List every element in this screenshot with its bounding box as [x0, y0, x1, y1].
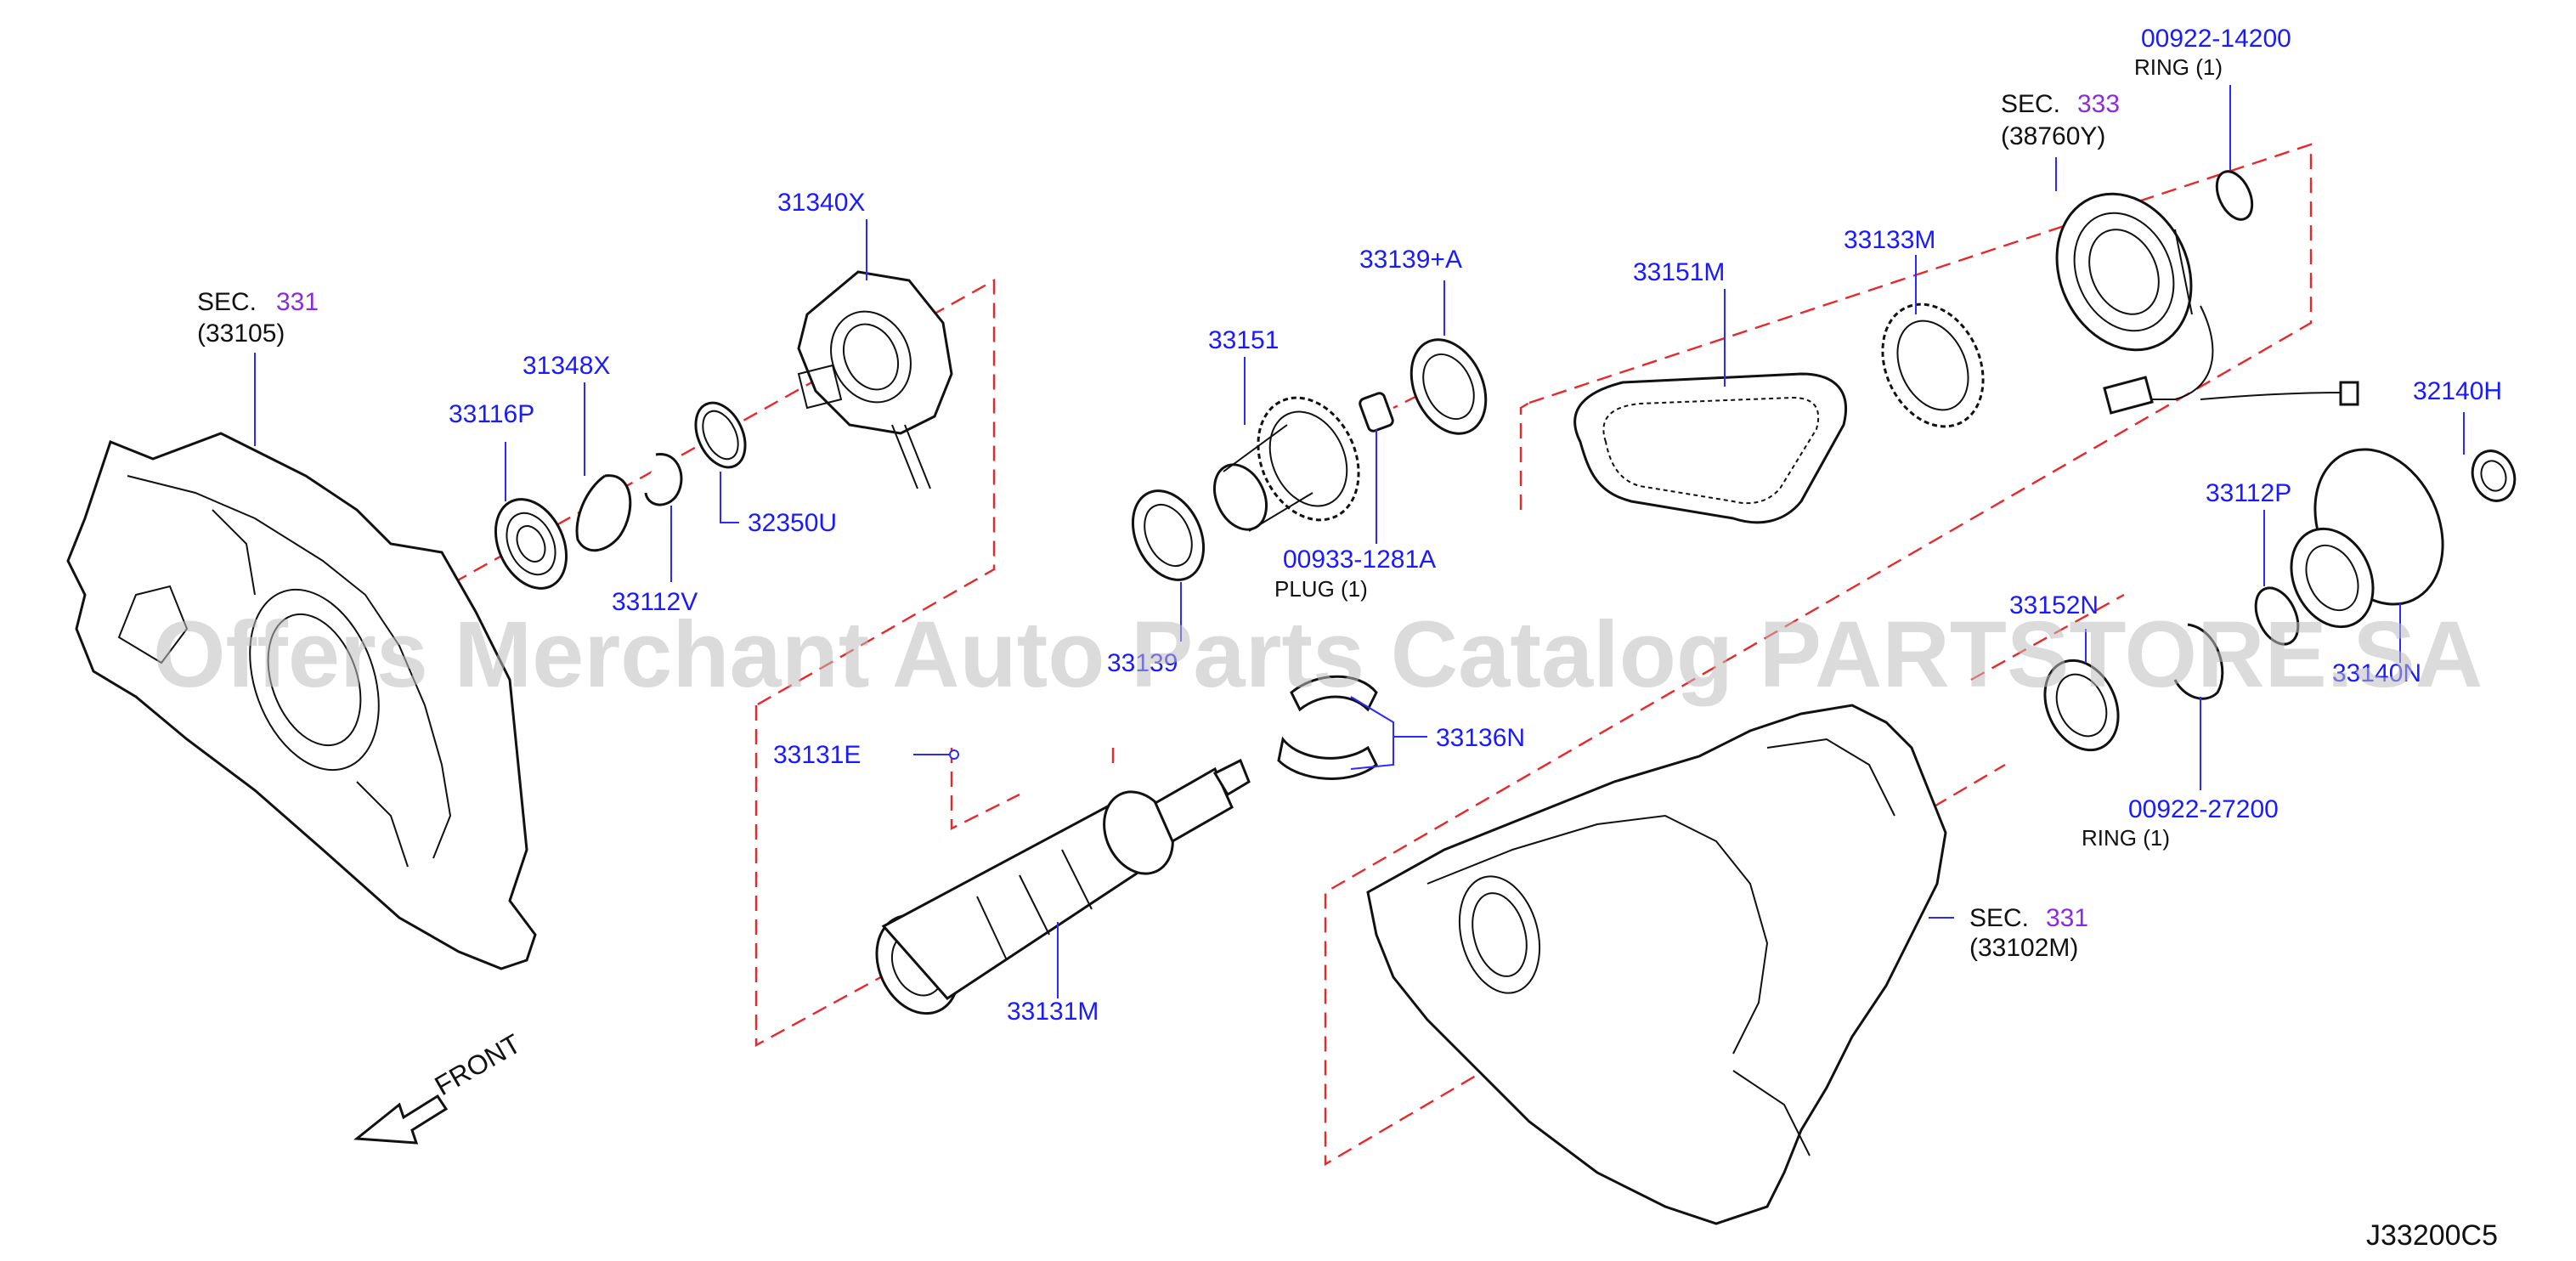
bearing-33116p[interactable] — [482, 488, 579, 600]
part-label-32350u[interactable]: 32350U — [748, 509, 837, 537]
part-label-32140h[interactable]: 32140H — [2413, 377, 2502, 405]
section-prefix: SEC. — [2001, 90, 2060, 118]
section-label-left-case: SEC. 331 (33105) — [197, 288, 319, 348]
part-label-31348x[interactable]: 31348X — [523, 352, 610, 380]
ring-quantity-bottom: RING (1) — [2082, 825, 2170, 851]
section-prefix: SEC. — [1969, 904, 2029, 932]
section-label-actuator: SEC. 333 (38760Y) — [2001, 90, 2120, 150]
section-part: (33102M) — [1969, 934, 2078, 962]
part-label-33151m[interactable]: 33151M — [1633, 258, 1725, 286]
bearing-33139a[interactable] — [1397, 328, 1500, 446]
part-label-00933-1281a[interactable]: 00933-1281A — [1283, 546, 1436, 574]
bearing-33152n[interactable] — [2031, 648, 2133, 762]
left-transfer-case — [66, 432, 537, 970]
leader-lines — [254, 85, 2465, 998]
section-number-link[interactable]: 331 — [276, 288, 319, 316]
ring-quantity-top: RING (1) — [2134, 54, 2223, 80]
part-label-33112p[interactable]: 33112P — [2206, 479, 2291, 507]
section-part: (38760Y) — [2001, 122, 2105, 150]
part-label-33139[interactable]: 33139 — [1107, 649, 1178, 677]
part-label-31340x[interactable]: 31340X — [777, 189, 865, 217]
gear-33133m[interactable] — [1863, 288, 2002, 443]
part-label-00922-27200[interactable]: 00922-27200 — [2128, 795, 2279, 823]
ring-00922-27200[interactable] — [2173, 623, 2224, 700]
flange-33140n[interactable] — [2276, 428, 2467, 640]
part-label-00922-14200[interactable]: 00922-14200 — [2141, 25, 2291, 53]
part-label-33133m[interactable]: 33133M — [1844, 226, 1935, 254]
section-number-link[interactable]: 331 — [2046, 904, 2088, 932]
bearing-33139[interactable] — [1119, 479, 1217, 591]
ring-33112v[interactable] — [644, 453, 683, 506]
part-label-33151[interactable]: 33151 — [1208, 326, 1279, 354]
front-label: FRONT — [430, 1028, 526, 1101]
part-label-33112v[interactable]: 33112V — [612, 588, 698, 616]
part-label-33131e[interactable]: 33131E — [773, 741, 861, 769]
snap-ring-31348x[interactable] — [575, 474, 632, 552]
part-label-33116p[interactable]: 33116P — [449, 400, 534, 428]
right-transfer-case — [1366, 704, 1947, 1225]
main-shaft-33131m[interactable] — [861, 758, 1251, 1026]
part-labels: 31340X 31348X 33116P 33112V 32350U 33151… — [449, 25, 2502, 1026]
part-label-33140n[interactable]: 33140N — [2332, 659, 2421, 687]
diagram-code: J33200C5 — [2366, 1219, 2498, 1252]
watermark: Offers Merchant Auto Parts Catalog PARTS… — [153, 602, 2483, 707]
oil-pump-31340x[interactable] — [797, 270, 953, 489]
seal-32350u[interactable] — [686, 395, 755, 475]
actuator-38760y[interactable] — [2032, 172, 2359, 415]
part-label-33152n[interactable]: 33152N — [2009, 591, 2099, 619]
section-part: (33105) — [197, 319, 285, 348]
plug-quantity: PLUG (1) — [1274, 576, 1368, 602]
nut-32140h[interactable] — [2466, 445, 2522, 507]
part-label-33131m[interactable]: 33131M — [1007, 998, 1099, 1026]
section-label-right-case: SEC. 331 (33102M) — [1969, 904, 2088, 962]
ring-00922-14200[interactable] — [2210, 166, 2259, 225]
front-arrow: FRONT — [353, 1028, 526, 1145]
plug-00933-1281a[interactable] — [1359, 392, 1394, 433]
part-label-33136n[interactable]: 33136N — [1436, 724, 1525, 752]
chain-33151m[interactable] — [1573, 372, 1848, 524]
section-number-link[interactable]: 333 — [2077, 90, 2120, 118]
sprocket-33151[interactable] — [1205, 382, 1378, 538]
part-label-33139a[interactable]: 33139+A — [1359, 246, 1462, 274]
section-prefix: SEC. — [197, 288, 257, 316]
seal-33112p[interactable] — [2247, 581, 2306, 651]
